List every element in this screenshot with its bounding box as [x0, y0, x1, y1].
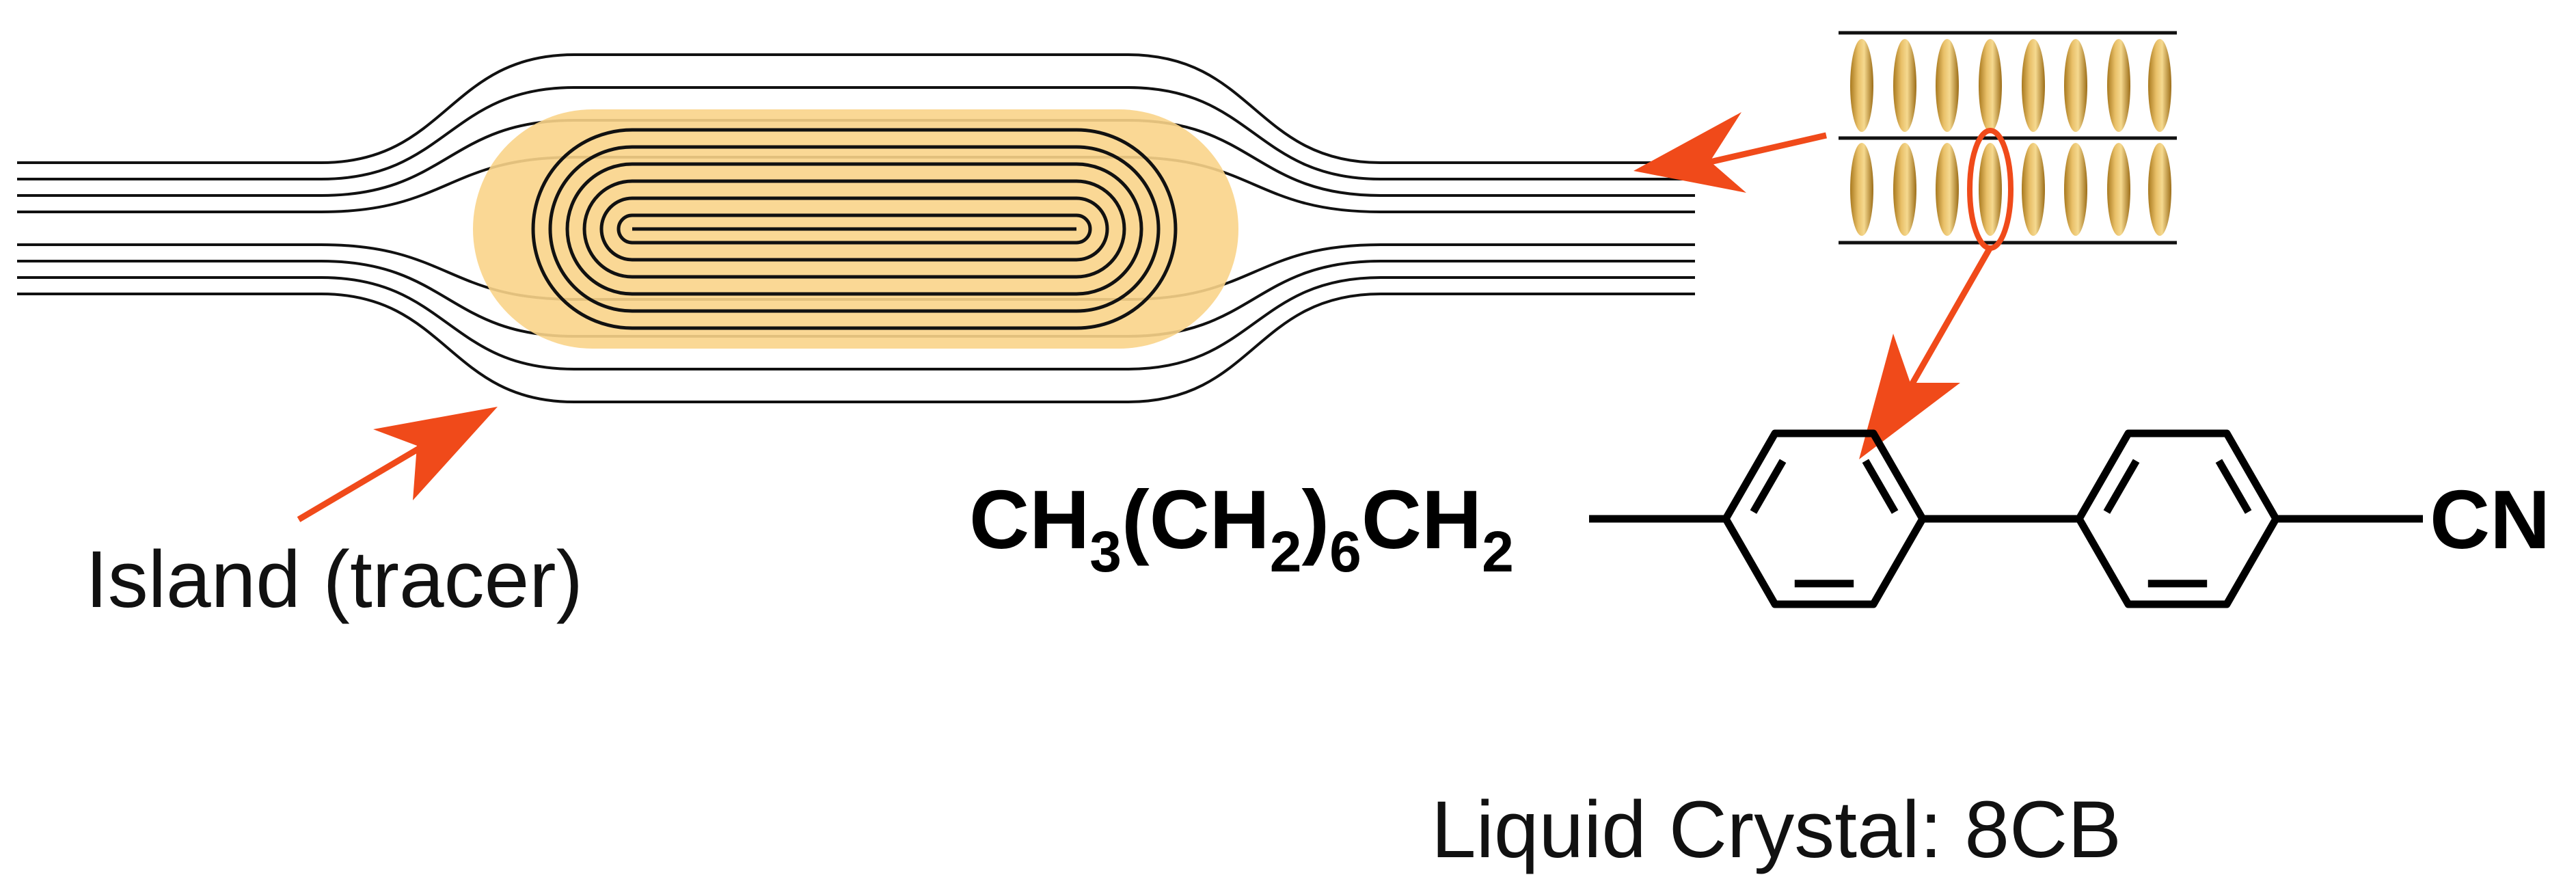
arrow-from-molecule: [1859, 245, 1993, 459]
aromatic-double-bond: [1862, 459, 1899, 514]
benzene-ring-right: [2075, 429, 2280, 608]
molecule-rod: [1936, 39, 1959, 132]
molecule-structure: [1589, 429, 2423, 608]
island-concentric-layers: [531, 128, 1178, 330]
island-loop: [599, 196, 1109, 262]
liquid-crystal-molecules: [1850, 39, 2171, 236]
aromatic-double-bond: [1750, 459, 1787, 514]
arrow-to-island: [297, 407, 498, 522]
arrow-icon: [1859, 334, 1960, 459]
arrow-to-layers: [1633, 112, 1828, 193]
flow-line: [17, 86, 1695, 180]
smectic-stack-inset: [1839, 31, 2177, 251]
flow-line: [17, 53, 1695, 164]
flow-line: [17, 276, 1695, 370]
molecule-rod: [2022, 143, 2045, 236]
molecule-rod: [1936, 143, 1959, 236]
arrow-icon: [373, 407, 498, 500]
island-loop: [582, 179, 1126, 279]
molecule-rod: [2107, 39, 2130, 132]
island-label: Island (tracer): [85, 535, 583, 625]
arrows: [297, 112, 1993, 522]
arrow-icon: [1633, 112, 1746, 193]
molecule-rod: [2064, 39, 2087, 132]
molecule-rod: [2022, 39, 2045, 132]
molecule-rod: [1893, 39, 1916, 132]
benzene-ring-left: [1722, 429, 1927, 608]
island-loop: [616, 213, 1092, 245]
aromatic-inner-bonds: [1750, 459, 2252, 588]
aromatic-double-bond: [2103, 459, 2140, 514]
molecule-rod: [2148, 143, 2171, 236]
island-loop: [548, 145, 1161, 313]
molecule-rod: [1850, 143, 1873, 236]
molecule-rod: [2107, 143, 2130, 236]
molecule-rod: [1979, 143, 2002, 236]
molecule-rod: [1893, 143, 1916, 236]
molecule-rod: [1979, 39, 2002, 132]
nitrile-group: CN: [2430, 473, 2550, 566]
island: [473, 109, 1238, 349]
molecule-rod: [2148, 39, 2171, 132]
molecule-rod: [1850, 39, 1873, 132]
island-loop: [565, 162, 1143, 296]
liquid-crystal-caption: Liquid Crystal: 8CB: [1431, 785, 2121, 875]
alkyl-chain-formula: CH3(CH2)6CH2: [969, 473, 1514, 584]
molecule-rod: [2064, 143, 2087, 236]
flow-line: [17, 293, 1695, 403]
aromatic-double-bond: [2215, 459, 2252, 514]
island-loop: [531, 128, 1178, 330]
